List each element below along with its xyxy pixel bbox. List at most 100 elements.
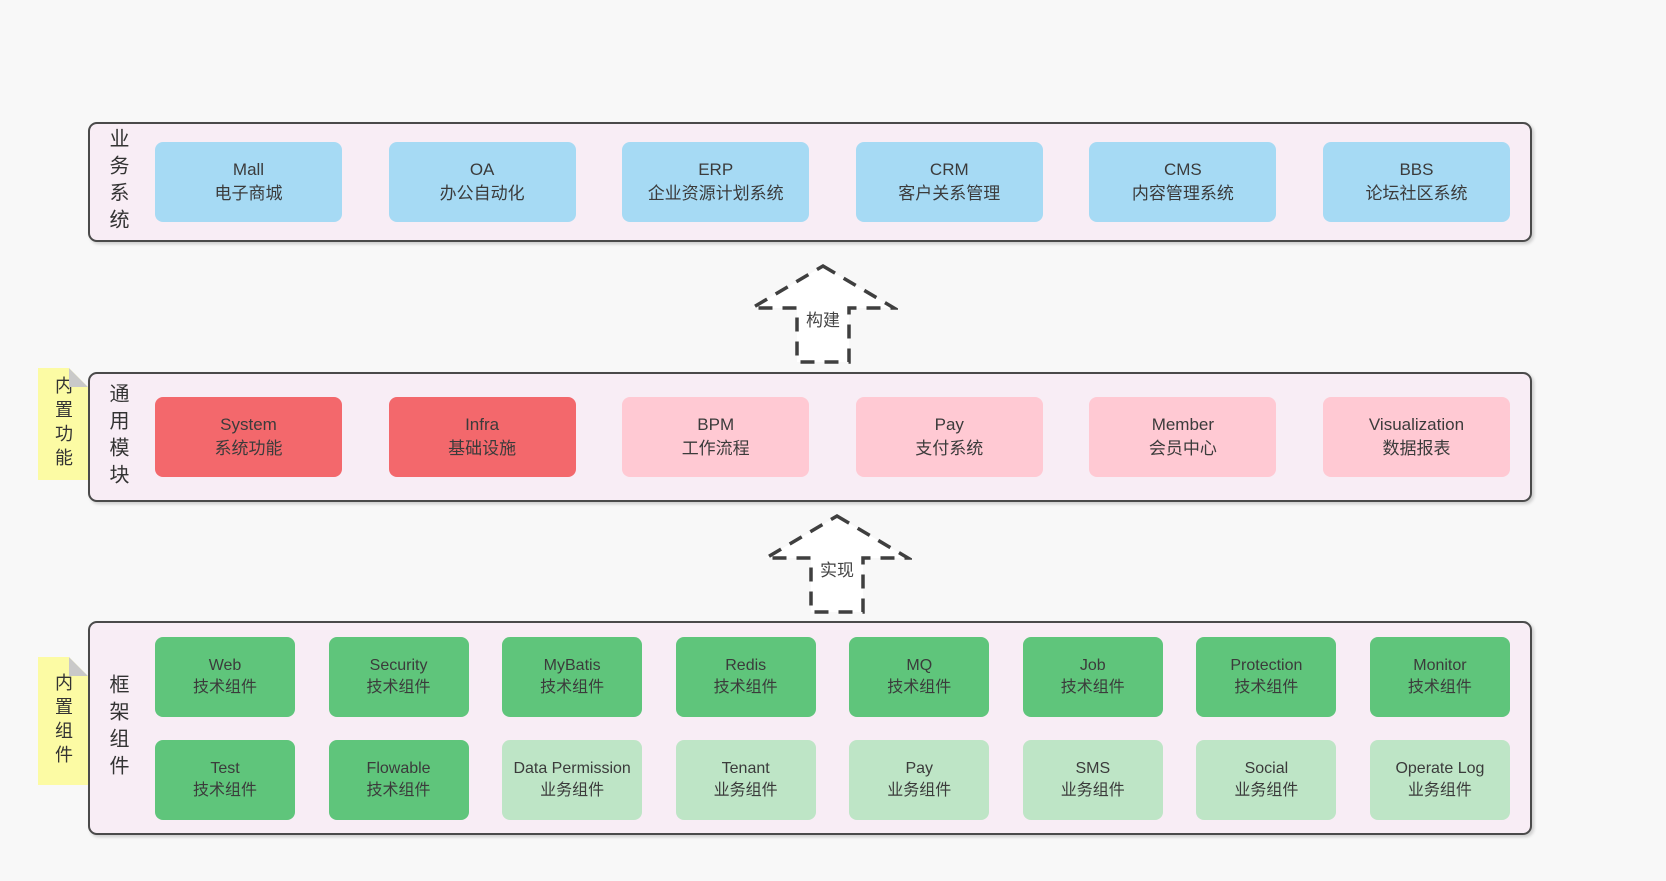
- box-title: MQ: [906, 656, 933, 674]
- section-label-framework-components: 框架组件: [106, 674, 128, 782]
- box-subtitle: 技术组件: [887, 678, 952, 696]
- box-title: CRM: [929, 160, 969, 179]
- box-title: BBS: [1399, 160, 1434, 179]
- box-subtitle: 会员中心: [1148, 439, 1217, 458]
- box-test: Test 技术组件: [155, 739, 295, 820]
- box-subtitle: 基础设施: [448, 439, 517, 458]
- box-subtitle: 技术组件: [1234, 678, 1299, 696]
- folded-corner-icon: [69, 657, 88, 676]
- box-title: Infra: [465, 415, 500, 434]
- box-monitor: Monitor 技术组件: [1369, 636, 1510, 717]
- box-sms: SMS 业务组件: [1022, 739, 1163, 820]
- box-title: Redis: [725, 656, 767, 674]
- box-title: Flowable: [366, 759, 431, 777]
- box-title: MyBatis: [543, 656, 601, 674]
- box-protection: Protection 技术组件: [1196, 636, 1337, 717]
- box-subtitle: 业务组件: [1407, 781, 1472, 799]
- box-crm: CRM 客户关系管理: [855, 142, 1043, 222]
- sticky-note-built-in-features: 内置功能: [38, 368, 88, 480]
- arrow-build: 构建: [748, 262, 898, 366]
- box-web: Web 技术组件: [155, 636, 295, 717]
- box-cms: CMS 内容管理系统: [1089, 142, 1277, 222]
- box-title: BPM: [697, 415, 735, 434]
- box-title: OA: [469, 160, 495, 179]
- arrow-implement-label: 实现: [817, 556, 857, 581]
- folded-corner-icon: [69, 368, 88, 387]
- box-subtitle: 业务组件: [887, 781, 952, 799]
- box-tenant: Tenant 业务组件: [675, 739, 816, 820]
- box-subtitle: 技术组件: [540, 678, 605, 696]
- box-subtitle: 技术组件: [192, 678, 257, 696]
- box-mall: Mall 电子商城: [155, 142, 342, 222]
- box-job: Job 技术组件: [1022, 636, 1163, 717]
- arrow-build-label: 构建: [803, 306, 843, 331]
- section-label-common-modules: 通用模块: [106, 383, 128, 491]
- business-boxes-row: Mall 电子商城 OA 办公自动化 ERP 企业资源计划系统 CRM 客户关系…: [137, 142, 1530, 222]
- box-title: Monitor: [1413, 656, 1467, 674]
- box-security: Security 技术组件: [328, 636, 469, 717]
- box-subtitle: 业务组件: [540, 781, 605, 799]
- box-redis: Redis 技术组件: [675, 636, 816, 717]
- box-subtitle: 技术组件: [1407, 678, 1472, 696]
- box-erp: ERP 企业资源计划系统: [622, 142, 810, 222]
- box-title: Mall: [232, 160, 265, 179]
- box-title: Member: [1151, 415, 1215, 434]
- box-title: Pay: [905, 759, 934, 777]
- box-title: Test: [210, 759, 240, 777]
- box-title: Operate Log: [1395, 759, 1485, 777]
- box-visualization: Visualization 数据报表: [1322, 397, 1510, 477]
- box-title: CMS: [1163, 160, 1202, 179]
- sticky-note-label: 内置组件: [53, 673, 73, 769]
- box-member: Member 会员中心: [1089, 397, 1277, 477]
- box-subtitle: 技术组件: [192, 781, 257, 799]
- box-subtitle: 业务组件: [713, 781, 778, 799]
- sticky-note-label: 内置功能: [53, 376, 73, 472]
- box-title: Security: [369, 656, 428, 674]
- sticky-note-built-in-components: 内置组件: [38, 657, 88, 785]
- box-subtitle: 论坛社区系统: [1365, 184, 1468, 203]
- box-title: Data Permission: [513, 759, 631, 777]
- box-subtitle: 工作流程: [681, 439, 750, 458]
- framework-row-1: Web 技术组件 Security 技术组件 MyBatis 技术组件 Redi…: [155, 636, 1510, 717]
- box-mybatis: MyBatis 技术组件: [502, 636, 643, 717]
- box-subtitle: 数据报表: [1382, 439, 1451, 458]
- box-pay-system: Pay 支付系统: [855, 397, 1043, 477]
- box-title: Web: [208, 656, 242, 674]
- box-title: Protection: [1230, 656, 1303, 674]
- box-subtitle: 技术组件: [366, 678, 431, 696]
- section-common-modules: 内置功能 通用模块 System 系统功能 Infra 基础设施 BPM 工作流…: [88, 372, 1532, 502]
- box-bpm: BPM 工作流程: [622, 397, 810, 477]
- box-infra: Infra 基础设施: [388, 397, 576, 477]
- box-title: SMS: [1075, 759, 1111, 777]
- box-subtitle: 系统功能: [214, 439, 283, 458]
- box-subtitle: 电子商城: [214, 184, 283, 203]
- arrow-implement: 实现: [762, 512, 912, 616]
- box-subtitle: 技术组件: [713, 678, 778, 696]
- common-boxes-row: System 系统功能 Infra 基础设施 BPM 工作流程 Pay 支付系统…: [137, 397, 1530, 477]
- box-social: Social 业务组件: [1196, 739, 1337, 820]
- box-subtitle: 支付系统: [915, 439, 984, 458]
- box-subtitle: 业务组件: [1234, 781, 1299, 799]
- box-subtitle: 技术组件: [366, 781, 431, 799]
- box-title: System: [220, 415, 277, 434]
- box-mq: MQ 技术组件: [849, 636, 990, 717]
- framework-row-2: Test 技术组件 Flowable 技术组件 Data Permission …: [155, 739, 1510, 820]
- box-system: System 系统功能: [155, 397, 342, 477]
- box-title: Tenant: [721, 759, 770, 777]
- box-subtitle: 办公自动化: [439, 184, 525, 203]
- framework-boxes-rows: Web 技术组件 Security 技术组件 MyBatis 技术组件 Redi…: [137, 636, 1530, 820]
- box-oa: OA 办公自动化: [388, 142, 576, 222]
- box-title: Visualization: [1368, 415, 1465, 434]
- box-flowable: Flowable 技术组件: [328, 739, 469, 820]
- box-operate-log: Operate Log 业务组件: [1369, 739, 1510, 820]
- box-subtitle: 客户关系管理: [898, 184, 1001, 203]
- box-data-permission: Data Permission 业务组件: [502, 739, 643, 820]
- section-framework-components: 内置组件 框架组件 Web 技术组件 Security 技术组件 MyBatis…: [88, 621, 1532, 835]
- box-subtitle: 业务组件: [1060, 781, 1125, 799]
- box-subtitle: 内容管理系统: [1131, 184, 1234, 203]
- box-subtitle: 企业资源计划系统: [647, 184, 784, 203]
- section-label-business-systems: 业务系统: [106, 128, 128, 236]
- box-title: Social: [1244, 759, 1289, 777]
- box-title: ERP: [698, 160, 734, 179]
- section-business-systems: 业务系统 Mall 电子商城 OA 办公自动化 ERP 企业资源计划系统 CRM…: [88, 122, 1532, 242]
